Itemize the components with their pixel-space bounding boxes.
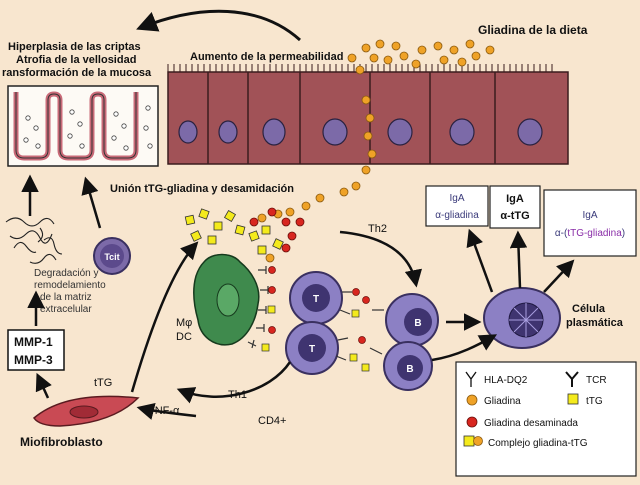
- left-arrows: [21, 174, 199, 420]
- label-cd4: CD4+: [258, 415, 286, 427]
- label-iga2-line2: α-tTG: [500, 210, 529, 222]
- complex-circle-icon: [473, 436, 483, 446]
- b-cell-upper: B: [385, 293, 439, 347]
- label-permeabilidad: Aumento de la permeabilidad: [190, 51, 343, 63]
- epithelium: [167, 64, 569, 165]
- hla-icon: [465, 371, 477, 387]
- label-iga3-line2-a: α-(: [555, 228, 568, 239]
- label-hiperplasia: Hiperplasia de las criptas: [8, 41, 141, 53]
- label-b-lower: B: [406, 364, 413, 375]
- label-atrofia: Atrofia de la vellosidad: [16, 54, 136, 66]
- label-union: Unión tTG-gliadina y desamidación: [110, 183, 294, 195]
- label-iga3-line2-c: ): [622, 228, 625, 239]
- label-degradacion-3: de la matriz: [40, 292, 92, 303]
- iga-ttg-box: IgA α-tTG: [489, 185, 541, 229]
- label-iga3-line2-b: tTG-gliadina: [567, 228, 622, 239]
- tcr-icon: [565, 371, 579, 387]
- label-celula-1: Célula: [572, 303, 606, 315]
- legend-hla: HLA-DQ2: [484, 375, 528, 386]
- deamidated-icon: [466, 416, 478, 428]
- label-iga1-line1: IgA: [449, 193, 464, 204]
- label-iga1-line2: α-gliadina: [435, 210, 479, 221]
- b-cell-lower: B: [383, 341, 433, 391]
- ttg-icon: [567, 393, 579, 405]
- ttg-complex-cluster: [184, 207, 305, 263]
- complex-square-icon: [463, 435, 475, 447]
- label-miofibroblasto: Miofibroblasto: [20, 435, 103, 449]
- label-degradacion-1: Degradación y: [34, 268, 98, 279]
- label-mmp3: MMP-3: [14, 353, 53, 367]
- label-th2: Th2: [368, 223, 387, 235]
- mucosa-box: [7, 85, 159, 167]
- legend-complejo: Complejo gliadina-tTG: [488, 438, 588, 449]
- label-t-lower: T: [309, 344, 315, 355]
- label-b-upper: B: [414, 318, 421, 329]
- label-iga2-line1: IgA: [506, 193, 524, 205]
- t-cell-lower: T: [285, 321, 339, 375]
- legend-ttg: tTG: [586, 396, 603, 407]
- label-th1: Th1: [228, 389, 247, 401]
- label-t-upper: T: [313, 294, 319, 305]
- label-transformacion: ransformación de la mucosa: [2, 67, 152, 79]
- mmp-box: [7, 329, 65, 371]
- iga-gliadina-box: IgA α-gliadina: [425, 185, 489, 227]
- plasma-cell: [483, 287, 561, 349]
- svg-text:α-(tTG-gliadina): α-(tTG-gliadina): [555, 228, 625, 239]
- gliadin-icon: [466, 394, 478, 406]
- label-dc: DC: [176, 331, 192, 343]
- label-mphi: Mφ: [176, 317, 192, 329]
- legend: HLA-DQ2 TCR Gliadina tTG Gliadina desami…: [455, 361, 637, 477]
- legend-tcr: TCR: [586, 375, 607, 386]
- label-degradacion-2: remodelamiento: [34, 280, 106, 291]
- label-gliadina-dieta: Gliadina de la dieta: [478, 23, 588, 37]
- label-mmp1: MMP-1: [14, 335, 53, 349]
- t-cell-upper: T: [289, 271, 343, 325]
- legend-desaminada: Gliadina desaminada: [484, 418, 578, 429]
- ecm-fibers: [5, 217, 63, 264]
- center-arrows: [176, 228, 575, 404]
- label-tcit: Tcit: [104, 252, 119, 262]
- label-iga3-line1: IgA: [582, 210, 597, 221]
- label-celula-2: plasmática: [566, 317, 624, 329]
- label-ttg-left: tTG: [94, 377, 112, 389]
- hla-presentation: [247, 266, 269, 349]
- gliadin-particles: [285, 39, 495, 217]
- label-degradacion-4: extracelular: [40, 304, 92, 315]
- legend-gliadina: Gliadina: [484, 396, 521, 407]
- iga-complex-box: IgA α-(tTG-gliadina): [543, 189, 637, 257]
- arrow-top-curve: [136, 9, 302, 42]
